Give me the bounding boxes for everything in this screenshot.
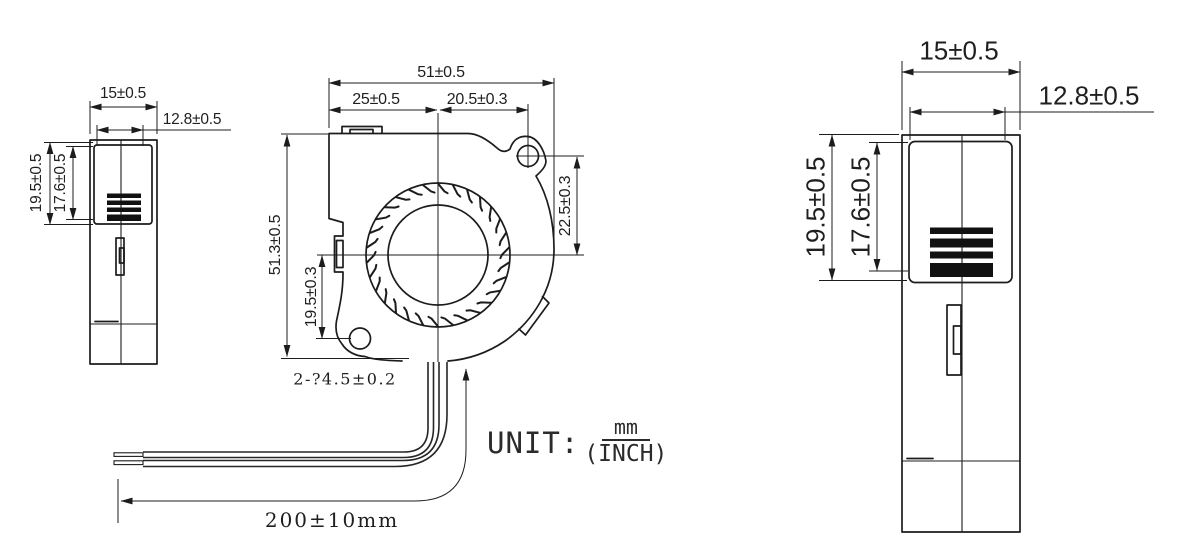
dim-label-left-view-inner-width: 12.8±0.5 — [162, 111, 222, 128]
dim-label-hole-to-center: 22.5±0.3 — [557, 175, 574, 237]
left-tab-detail — [335, 239, 344, 269]
left-view-dimensions — [44, 101, 231, 225]
unit-note: UNIT: mm (INCH) — [487, 417, 667, 468]
left-side-view — [44, 101, 231, 365]
unit-denominator: (INCH) — [584, 441, 668, 467]
impeller-blades — [365, 182, 511, 328]
dim-label-left-view-width: 15±0.5 — [99, 85, 147, 102]
dim-label-right-view-width: 15±0.5 — [919, 35, 999, 66]
right-side-view — [819, 61, 1154, 533]
dim-label-left-to-center: 25±0.5 — [352, 91, 400, 108]
dim-label-left-view-height: 19.5±0.5 — [28, 153, 45, 213]
dim-label-left-view-inner-height: 17.6±0.5 — [52, 153, 69, 213]
mounting-hole-bottom — [348, 327, 372, 350]
dim-label-right-view-inner-height: 17.6±0.5 — [845, 156, 876, 258]
hole-note-label: 2-?4.5±0.2 — [293, 369, 397, 389]
dim-label-overall-height: 51.3±0.5 — [267, 214, 284, 276]
front-view — [281, 78, 584, 362]
unit-label: UNIT: — [487, 425, 580, 460]
front-view-dimensions — [281, 78, 581, 359]
unit-fraction: mm (INCH) — [584, 417, 667, 468]
dim-label-overall-width: 51±0.5 — [417, 64, 465, 81]
wire-stripped-end — [113, 452, 144, 457]
wire-stripped-end — [113, 460, 144, 466]
dim-label-center-to-hole: 20.5±0.3 — [446, 91, 508, 108]
lead-wires — [113, 362, 470, 523]
right-view-dimensions — [819, 61, 1154, 281]
latch-tab — [518, 295, 550, 336]
unit-numerator: mm — [601, 417, 650, 441]
dim-label-center-to-lower-hole: 19.5±0.3 — [303, 266, 320, 328]
dim-label-right-view-height: 19.5±0.5 — [800, 156, 831, 258]
wire-length-dimension — [117, 368, 470, 523]
wire-length-label: 200±10mm — [264, 508, 400, 532]
right-view-vent-stripes — [930, 227, 993, 277]
top-tab — [341, 125, 383, 134]
dim-label-right-view-inner-width: 12.8±0.5 — [1038, 80, 1140, 111]
left-view-vent-stripes — [107, 193, 141, 221]
